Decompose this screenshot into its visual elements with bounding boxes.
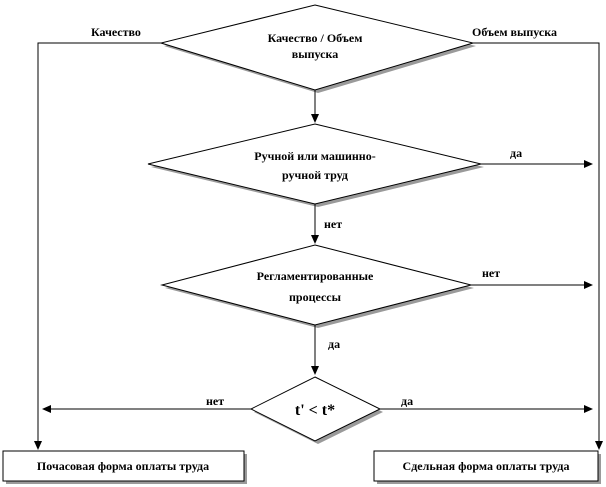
decision-regulated-diamond xyxy=(160,244,472,326)
decision-time-formula: t' < t* xyxy=(295,402,335,419)
regulated-no-arrow xyxy=(584,281,593,289)
time-yes-arrow xyxy=(584,405,593,413)
branch-left-arrow xyxy=(34,441,42,450)
result-piecework-box xyxy=(373,450,599,482)
decision-labor-line2: ручной труд xyxy=(282,168,348,182)
time-yes-label: да xyxy=(401,394,413,408)
decision-main-line1: Качество / Объем xyxy=(268,31,363,45)
branch-right-arrow xyxy=(595,441,603,450)
decision-labor-line1: Ручной или машинно- xyxy=(254,149,375,163)
labor-yes-label: да xyxy=(510,146,522,160)
connector-labor-regulated-arrow xyxy=(311,235,319,244)
connector-main-labor-arrow xyxy=(311,114,319,123)
regulated-yes-label: да xyxy=(328,337,340,351)
branch-right-line xyxy=(473,42,600,446)
branch-right-label: Объем выпуска xyxy=(472,25,557,39)
labor-yes-arrow xyxy=(584,160,593,168)
result-piecework-label: Сдельная форма оплаты труда xyxy=(403,459,570,473)
decision-labor-diamond xyxy=(147,123,482,205)
branch-left-label: Качество xyxy=(91,25,141,39)
result-hourly-label: Почасовая форма оплаты труда xyxy=(37,459,209,473)
connector-regulated-time-arrow xyxy=(311,366,319,375)
regulated-no-label: нет xyxy=(482,266,500,280)
labor-no-label: нет xyxy=(324,217,342,231)
time-no-arrow xyxy=(42,405,51,413)
decision-regulated-line2: процессы xyxy=(289,290,342,304)
decision-main-line2: выпуска xyxy=(292,47,338,61)
branch-left-line xyxy=(37,42,161,446)
time-no-label: нет xyxy=(206,394,224,408)
decision-regulated-line1: Регламентированные xyxy=(257,269,374,283)
result-hourly-box xyxy=(2,450,245,482)
decision-time-diamond xyxy=(249,376,382,442)
